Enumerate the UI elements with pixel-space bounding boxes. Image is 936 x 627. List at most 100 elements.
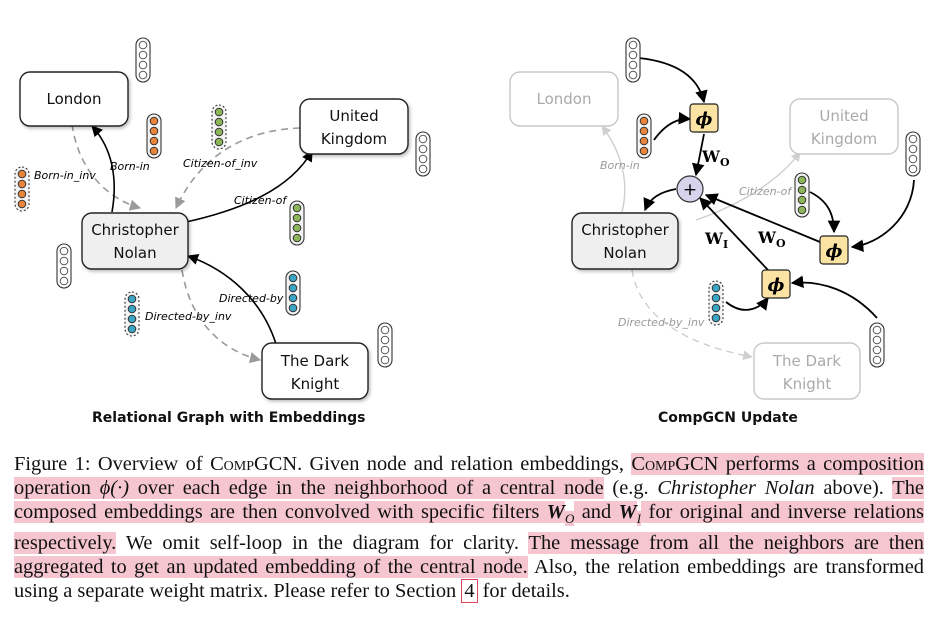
- label-r-directed-by-inv: Directed-by_inv: [618, 316, 705, 329]
- weight-wo-top-sub: O: [720, 156, 730, 169]
- node-christopher-nolan: Christopher Nolan: [81, 212, 189, 270]
- aggregate-plus-node: +: [676, 175, 704, 203]
- flow-phi3-to-plus: [699, 197, 769, 271]
- node-united-kingdom: United Kingdom: [299, 98, 409, 155]
- caption-part-6: We omit self-loop in the diagram for cla…: [116, 532, 529, 555]
- weight-wo-mid-sub: O: [776, 237, 786, 250]
- embedding-united-kingdom: [415, 131, 431, 177]
- phi-box-1-label: ϕ: [696, 109, 713, 130]
- node-r-dark-line1: The Dark: [772, 352, 842, 370]
- flow-citizen-of-to-phi2: [809, 191, 841, 234]
- caption-part-1: Figure 1: Overview of: [14, 453, 211, 475]
- weight-wo-mid: WO: [757, 228, 786, 250]
- embedding-born-in-inv: [14, 166, 30, 212]
- node-r-united-kingdom: United Kingdom: [789, 98, 899, 155]
- weight-wi-sub: I: [723, 238, 728, 251]
- embedding-citizen-of-inv: [211, 104, 227, 150]
- node-r-nolan-line1: Christopher: [581, 221, 669, 239]
- caption-part-7: Also, the relation embeddings are transf…: [14, 556, 924, 603]
- embedding-r-directed-by-inv: [708, 280, 724, 326]
- flow-dark-to-phi3: [790, 275, 878, 319]
- phi-box-3: ϕ: [761, 269, 791, 299]
- phi-box-2-label: ϕ: [826, 241, 843, 262]
- caption-highlight-2e: W: [618, 501, 637, 523]
- embedding-nolan: [56, 243, 72, 289]
- node-r-uk-line2: Kingdom: [811, 130, 877, 148]
- phi-box-3-label: ϕ: [768, 275, 785, 296]
- edge-citizen-of-inv: [175, 127, 301, 210]
- embedding-r-citizen-of: [794, 172, 810, 218]
- label-r-citizen-of: Citizen-of: [739, 185, 793, 198]
- caption-part-8: for details.: [477, 580, 570, 603]
- overview-figure: Born-in_inv Born-in Citizen-of_inv Citiz…: [14, 37, 921, 400]
- edge-r-born-in: [601, 125, 626, 213]
- caption-highlight-2f: I: [636, 511, 642, 527]
- embedding-directed-by-inv: [124, 291, 140, 337]
- section-reference-link[interactable]: 4: [461, 579, 478, 604]
- caption-example-node: Christopher Nolan: [657, 477, 815, 499]
- label-born-in: Born-in: [110, 160, 150, 173]
- figure-caption: Figure 1: Overview of CompGCN. Given nod…: [14, 452, 924, 604]
- embedding-born-in: [146, 113, 162, 159]
- node-uk-line1: United: [329, 107, 378, 125]
- edge-citizen-of: [185, 150, 313, 223]
- left-panel-title: Relational Graph with Embeddings: [92, 410, 366, 426]
- node-r-christopher-nolan: Christopher Nolan: [571, 212, 679, 270]
- node-uk-line2: Kingdom: [321, 130, 387, 148]
- node-nolan-line1: Christopher: [91, 221, 179, 239]
- node-r-london: London: [509, 71, 619, 127]
- label-born-in-inv: Born-in_inv: [34, 169, 96, 182]
- weight-wo-top: WO: [701, 147, 730, 169]
- edge-directed-by-inv: [181, 269, 262, 363]
- edge-born-in: [91, 125, 115, 213]
- caption-highlight-1a: CompGCN: [631, 453, 719, 475]
- embedding-london: [135, 37, 151, 83]
- embedding-directed-by: [285, 270, 301, 316]
- node-nolan-line2: Nolan: [113, 244, 156, 262]
- caption-highlight-2b: W: [546, 501, 565, 523]
- embedding-r-dark-knight: [869, 322, 885, 368]
- node-r-uk-line1: United: [819, 107, 868, 125]
- flow-phi2-to-plus: [704, 193, 821, 243]
- node-the-dark-knight: The Dark Knight: [261, 342, 369, 400]
- flow-born-in-to-phi1: [653, 111, 692, 141]
- node-dark-line1: The Dark: [280, 352, 350, 370]
- caption-highlight-2c: O: [564, 511, 575, 527]
- node-r-dark-line2: Knight: [783, 375, 832, 393]
- embedding-r-born-in: [636, 113, 652, 159]
- phi-box-2: ϕ: [819, 235, 849, 265]
- weight-wi: WI: [704, 229, 728, 251]
- flow-uk-to-phi2: [850, 179, 915, 253]
- phi-box-1: ϕ: [689, 103, 719, 133]
- flow-london-to-phi1: [638, 57, 708, 104]
- label-directed-by-inv: Directed-by_inv: [145, 310, 232, 323]
- node-london-label: London: [47, 90, 102, 108]
- edge-born-in-inv: [71, 123, 142, 211]
- flow-directed-by-inv-to-phi3: [725, 296, 769, 311]
- embedding-r-london: [625, 37, 641, 83]
- label-r-born-in: Born-in: [600, 159, 640, 172]
- label-directed-by: Directed-by: [219, 292, 284, 305]
- caption-highlight-1d: over each edge in the neighborhood of a …: [128, 477, 604, 499]
- embedding-citizen-of: [289, 200, 305, 246]
- flow-plus-to-nolan: [643, 188, 677, 212]
- edge-r-directed-by-inv: [631, 269, 753, 361]
- caption-compgcn-1: CompGCN: [210, 453, 298, 475]
- caption-highlight-1c: ϕ(·): [99, 477, 129, 499]
- caption-highlight-2d: and: [574, 501, 619, 523]
- caption-part-4: (e.g.: [603, 477, 658, 499]
- node-dark-line2: Knight: [291, 375, 340, 393]
- node-r-london-label: London: [537, 90, 592, 108]
- node-r-the-dark-knight: The Dark Knight: [753, 342, 861, 400]
- right-panel-title: CompGCN Update: [658, 410, 798, 426]
- label-citizen-of: Citizen-of: [234, 194, 288, 207]
- node-r-nolan-line2: Nolan: [603, 244, 646, 262]
- embedding-r-united-kingdom: [905, 131, 921, 177]
- label-citizen-of-inv: Citizen-of_inv: [183, 157, 258, 170]
- plus-label: +: [683, 180, 697, 200]
- embedding-dark-knight: [377, 322, 393, 368]
- left-graph: Born-in_inv Born-in Citizen-of_inv Citiz…: [14, 37, 431, 400]
- edge-directed-by: [186, 254, 277, 345]
- node-london: London: [19, 71, 129, 127]
- caption-part-3: . Given node and relation embeddings,: [297, 453, 632, 475]
